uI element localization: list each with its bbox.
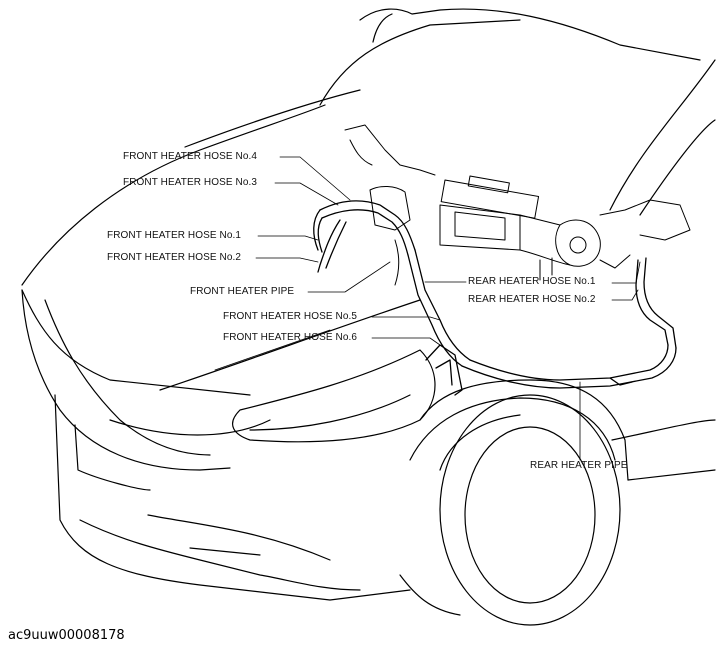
leader-lines bbox=[214, 156, 641, 461]
headlamp-outline bbox=[232, 349, 436, 443]
front-bumper-outline bbox=[21, 289, 411, 601]
label-front-heater-hose-4: FRONT HEATER HOSE No.4 bbox=[123, 151, 258, 162]
wheel-outline bbox=[439, 394, 621, 626]
windshield-outline bbox=[319, 8, 716, 216]
label-front-heater-pipe: FRONT HEATER PIPE bbox=[190, 286, 295, 297]
label-front-heater-hose-6: FRONT HEATER HOSE No.6 bbox=[223, 332, 358, 343]
label-front-heater-hose-1: FRONT HEATER HOSE No.1 bbox=[107, 230, 242, 241]
engine-bay-components bbox=[344, 124, 691, 286]
label-front-heater-hose-2: FRONT HEATER HOSE No.2 bbox=[107, 252, 242, 263]
heater-hoses bbox=[313, 200, 677, 396]
figure-id: ac9uuw00008178 bbox=[8, 628, 125, 643]
label-front-heater-hose-5: FRONT HEATER HOSE No.5 bbox=[223, 311, 358, 322]
label-rear-heater-hose-1: REAR HEATER HOSE No.1 bbox=[468, 276, 596, 287]
hood-outline bbox=[21, 89, 421, 396]
label-rear-heater-pipe: REAR HEATER PIPE bbox=[530, 460, 628, 471]
label-front-heater-hose-3: FRONT HEATER HOSE No.3 bbox=[123, 177, 258, 188]
fender-outline bbox=[399, 379, 716, 616]
label-rear-heater-hose-2: REAR HEATER HOSE No.2 bbox=[468, 294, 596, 305]
